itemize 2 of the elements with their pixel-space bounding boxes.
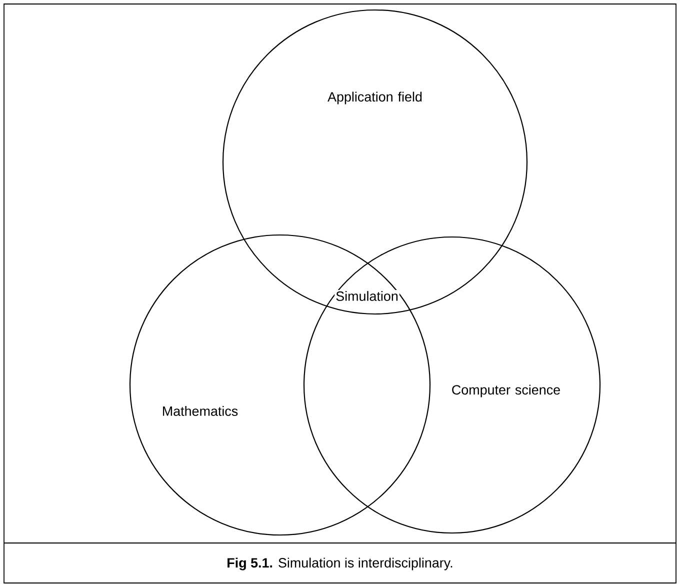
figure-caption: Fig 5.1. Simulation is interdisciplinary.: [228, 558, 452, 570]
overlap-label: Simulation: [334, 290, 400, 302]
